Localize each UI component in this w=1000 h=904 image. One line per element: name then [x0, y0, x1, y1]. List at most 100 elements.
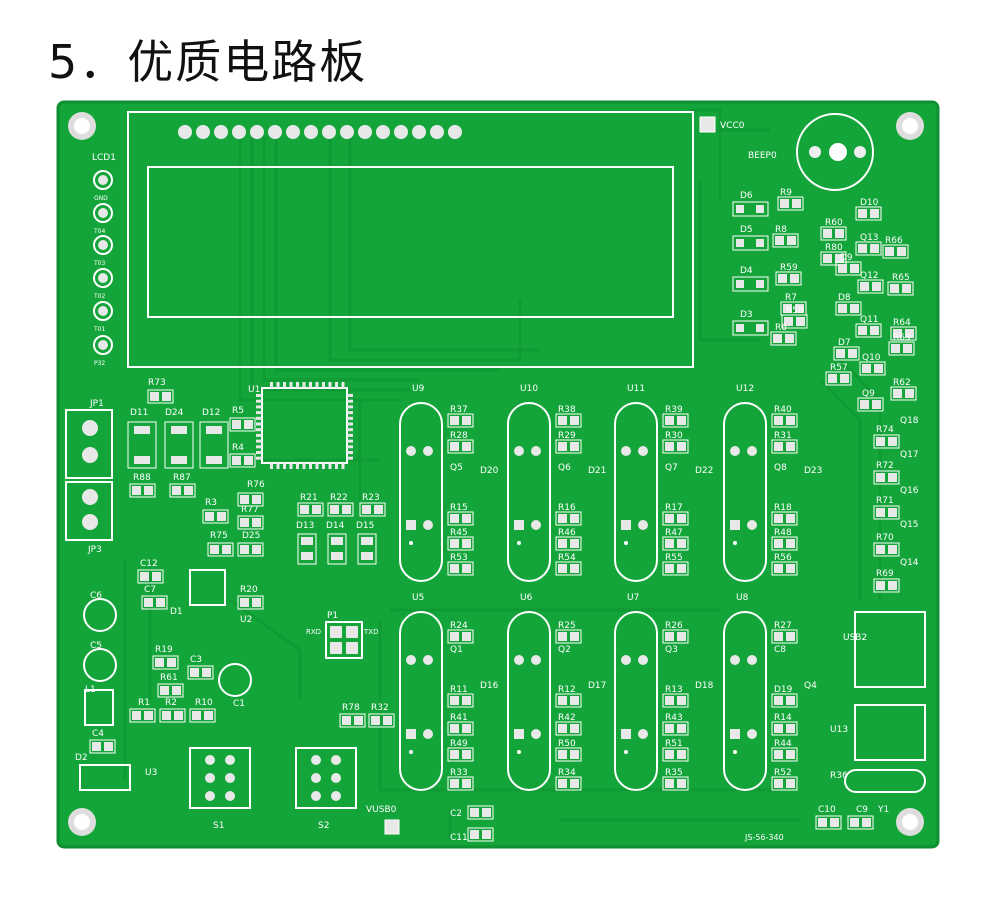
txd-label: TXD	[363, 628, 378, 636]
smd-pads	[237, 542, 264, 557]
lcd-header-pins	[178, 125, 462, 139]
lcd1-pin-label: T03	[93, 260, 105, 267]
part-label: R71	[876, 496, 894, 506]
part-label: Q4	[804, 681, 817, 691]
diode-outline	[199, 421, 229, 469]
smd-pads	[771, 413, 798, 428]
lcd-pin	[250, 125, 264, 139]
relay-outline	[399, 611, 443, 791]
part-label: R62	[893, 378, 911, 388]
part-label: R53	[450, 553, 468, 563]
smd-pads	[770, 331, 797, 346]
p1-header	[325, 621, 363, 659]
diode-outline	[164, 421, 194, 469]
smd-pads	[873, 434, 900, 449]
part-label: D1	[170, 607, 183, 617]
smd-pads	[555, 511, 582, 526]
lcd1-pad	[93, 268, 113, 288]
smd-pads	[237, 515, 264, 530]
part-label: R78	[342, 703, 360, 713]
lcd-outline	[127, 111, 694, 368]
part-label: R47	[665, 528, 683, 538]
part-label: Q16	[900, 486, 919, 496]
lcd-pin	[376, 125, 390, 139]
part-label: C9	[856, 805, 868, 815]
jp3-label: JP3	[87, 545, 102, 555]
u13-chip	[854, 704, 926, 761]
part-label: R60	[825, 218, 843, 228]
smd-pads	[207, 542, 234, 557]
relay-outline	[507, 402, 551, 582]
part-label: Q1	[450, 645, 463, 655]
part-label: D22	[695, 466, 713, 476]
s2-label: S2	[318, 821, 329, 831]
smd-pads	[771, 439, 798, 454]
u2-chip	[189, 569, 226, 606]
part-label: C3	[190, 655, 202, 665]
smd-pads	[327, 502, 354, 517]
part-label: R73	[148, 378, 166, 388]
smd-pads	[873, 578, 900, 593]
diode-outline	[732, 235, 769, 251]
part-label: R61	[160, 673, 178, 683]
lcd1-pad	[93, 335, 113, 355]
part-label: R87	[173, 473, 191, 483]
footer-code: JS-56-340	[744, 833, 784, 842]
smd-pads	[771, 561, 798, 576]
part-label: D2	[75, 753, 88, 763]
smd-pads	[447, 693, 474, 708]
relay-outline	[723, 611, 767, 791]
part-label: D10	[860, 198, 879, 208]
part-label: R37	[450, 405, 468, 415]
lcd-pin	[178, 125, 192, 139]
smd-pads	[662, 439, 689, 454]
smd-pads	[662, 747, 689, 762]
s2-switch	[295, 747, 357, 809]
part-label: R27	[774, 621, 792, 631]
smd-pads	[662, 693, 689, 708]
part-label: D13	[296, 521, 314, 531]
part-label: Q6	[558, 463, 571, 473]
part-label: C12	[140, 559, 158, 569]
part-label: R13	[665, 685, 683, 695]
part-label: R18	[774, 503, 792, 513]
relay-label: U7	[627, 593, 639, 603]
part-label: R1	[138, 698, 150, 708]
part-label: R49	[450, 739, 468, 749]
jp3-terminal	[65, 481, 113, 541]
beep0-label: BEEP0	[748, 151, 777, 161]
part-label: D21	[588, 466, 606, 476]
smd-pads	[137, 569, 164, 584]
part-label: R34	[558, 768, 576, 778]
part-label: R65	[892, 273, 910, 283]
part-label: R8	[775, 225, 787, 235]
part-label: Q18	[900, 416, 919, 426]
smd-pads	[555, 439, 582, 454]
lcd-pin	[322, 125, 336, 139]
part-label: R7	[785, 293, 797, 303]
lcd-pin	[358, 125, 372, 139]
lcd1-pad	[93, 235, 113, 255]
part-label: R48	[774, 528, 792, 538]
lcd1-pin-label: T01	[93, 326, 105, 333]
part-label: Q3	[665, 645, 678, 655]
part-label: Q2	[558, 645, 571, 655]
part-label: R52	[774, 768, 792, 778]
diode-label: D3	[740, 310, 753, 320]
part-label: C7	[144, 585, 156, 595]
rxd-label: RXD	[306, 628, 321, 636]
lcd-pin	[394, 125, 408, 139]
lcd-pin	[196, 125, 210, 139]
smd-pads	[237, 595, 264, 610]
relay-outline	[614, 402, 658, 582]
relay-label: U6	[520, 593, 533, 603]
part-label: Q9	[862, 389, 875, 399]
part-label: R80	[825, 243, 843, 253]
smd-pads	[202, 509, 229, 524]
relay-label: U10	[520, 384, 538, 394]
lcd-pin	[340, 125, 354, 139]
relay-outline	[614, 611, 658, 791]
lcd-pin	[430, 125, 444, 139]
part-label: R66	[885, 236, 903, 246]
